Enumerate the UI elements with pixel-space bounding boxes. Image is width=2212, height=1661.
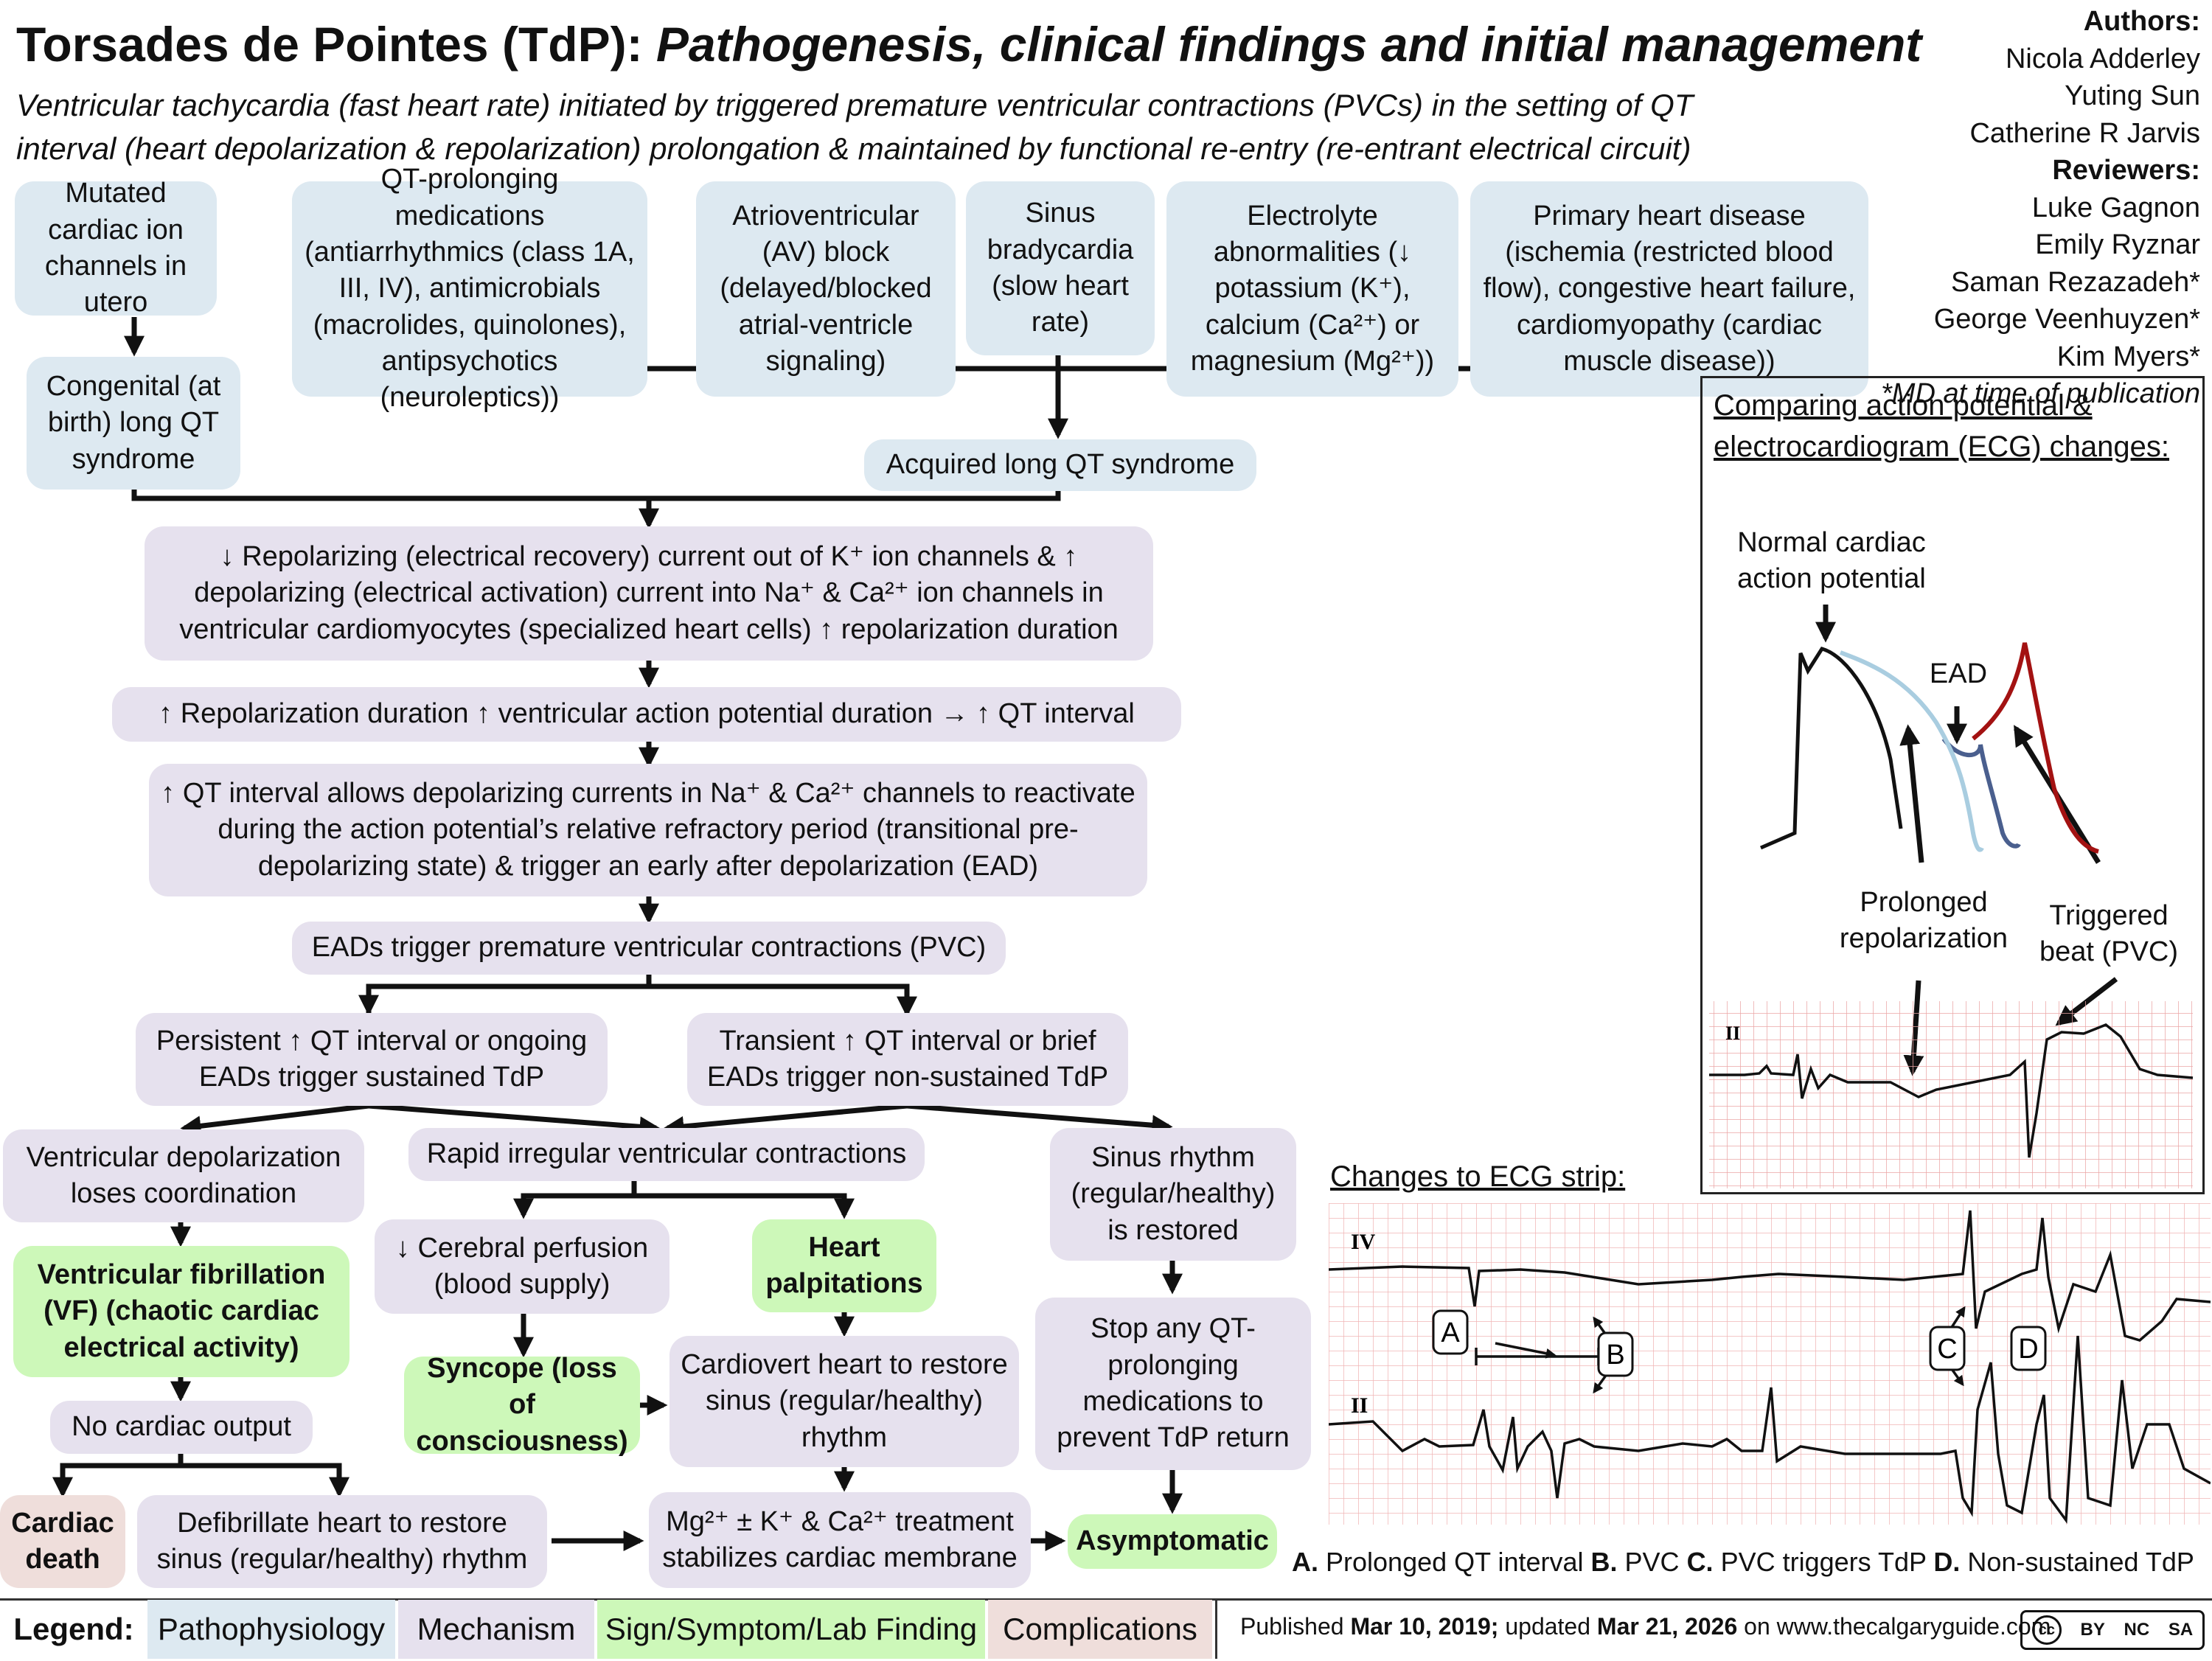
- page-subtitle: Ventricular tachycardia (fast heart rate…: [16, 88, 1694, 166]
- lead-ii-grid: [1709, 1001, 2193, 1188]
- ecg-grid: [1329, 1203, 2211, 1525]
- reviewer-name: Emily Ryznar: [2035, 229, 2200, 261]
- defibrillate-node: Defibrillate heart to restore sinus (reg…: [137, 1495, 547, 1588]
- action-potential-panel: [1700, 376, 2205, 1194]
- qt-meds-node: QT-prolonging medications (antiarrhythmi…: [292, 164, 647, 413]
- reviewer-name: Luke Gagnon: [2031, 192, 2200, 223]
- cardiovert-node: Cardiovert heart to restore sinus (regul…: [669, 1336, 1019, 1467]
- qt-interval-reactivation-node: ↑ QT interval allows depolarizing curren…: [149, 764, 1147, 896]
- av-block-node: Atrioventricular (AV) block (delayed/blo…: [696, 181, 956, 397]
- reviewers-label: Reviewers:: [2052, 155, 2200, 187]
- lead-iv-trace: [1329, 1210, 2211, 1342]
- asymptomatic-node: Asymptomatic: [1068, 1514, 1277, 1569]
- marker-d: D: [2018, 1334, 2038, 1365]
- legend-label: Legend:: [13, 1612, 134, 1646]
- triggered-beat-curve: [1972, 642, 2099, 854]
- stop-meds-node: Stop any QT-prolonging medications to pr…: [1035, 1298, 1311, 1470]
- reviewer-name: Kim Myers*: [2056, 341, 2200, 372]
- cerebral-perfusion-node: ↓ Cerebral perfusion (blood supply): [375, 1219, 669, 1314]
- page-title: Torsades de Pointes (TdP): Pathogenesis,…: [16, 17, 1922, 72]
- marker-a: A: [1441, 1317, 1460, 1348]
- vent-depolarization-node: Ventricular depolarization loses coordin…: [3, 1129, 364, 1222]
- legend-sign-symptom: Sign/Symptom/Lab Finding: [597, 1600, 985, 1659]
- publication-info: Published Mar 10, 2019; updated Mar 21, …: [1240, 1613, 2051, 1640]
- transient-qt-node: Transient ↑ QT interval or brief EADs tr…: [687, 1013, 1128, 1106]
- lead-ii-strip-trace: [1329, 1335, 2211, 1524]
- rapid-contractions-node: Rapid irregular ventricular contractions: [408, 1128, 925, 1181]
- legend-bar: [0, 1598, 2212, 1661]
- legend-complications: Complications: [988, 1600, 1212, 1659]
- legend-pathophysiology: Pathophysiology: [147, 1600, 395, 1659]
- congenital-lqts-node: Congenital (at birth) long QT syndrome: [27, 357, 240, 490]
- marker-c: C: [1937, 1334, 1957, 1365]
- triggered-beat-label: Triggered beat (PVC): [2039, 900, 2178, 968]
- ecg-strip: IV II A B C D: [1329, 1203, 2211, 1525]
- action-potential-diagram: II: [1709, 605, 2194, 1188]
- normal-ap-label: Normal cardiac action potential: [1737, 527, 1926, 595]
- author-name: Catherine R Jarvis: [1969, 117, 2200, 149]
- prolonged-repolarization-label: Prolonged repolarization: [1839, 887, 2008, 955]
- lead-ii-label: II: [1725, 1023, 1740, 1044]
- legend-divider: [1215, 1600, 1217, 1659]
- ap-panel-heading: Comparing action potential & electrocard…: [1714, 389, 2170, 463]
- legend-mechanism: Mechanism: [398, 1600, 594, 1659]
- ecg-strip-heading: Changes to ECG strip:: [1330, 1160, 1626, 1193]
- persistent-qt-node: Persistent ↑ QT interval or ongoing EADs…: [136, 1013, 608, 1106]
- vf-node: Ventricular fibrillation (VF) (chaotic c…: [13, 1246, 349, 1377]
- palpitations-node: Heart palpitations: [752, 1219, 936, 1312]
- primary-heart-disease-node: Primary heart disease (ischemia (restric…: [1470, 181, 1868, 397]
- sinus-bradycardia-node: Sinus bradycardia (slow heart rate): [966, 181, 1155, 355]
- ead-label: EAD: [1929, 658, 1988, 689]
- author-name: Nicola Adderley: [2005, 43, 2200, 74]
- credits: Authors: Nicola Adderley Yuting Sun Cath…: [1802, 3, 2200, 413]
- author-name: Yuting Sun: [2065, 80, 2200, 112]
- prolonged-curve: [1839, 650, 1984, 852]
- lead-iv-label: IV: [1351, 1230, 1376, 1254]
- lead-ii-strip-label: II: [1351, 1393, 1368, 1418]
- acquired-lqts-node: Acquired long QT syndrome: [864, 439, 1256, 491]
- mutated-ion-channels-node: Mutated cardiac ion channels in utero: [15, 178, 217, 318]
- authors-label: Authors:: [2083, 6, 2200, 37]
- credits-footnote: *MD at time of publication: [1881, 378, 2200, 410]
- repolarization-duration-node: ↑ Repolarization duration ↑ ventricular …: [112, 687, 1181, 742]
- normal-ap-curve: [1760, 647, 1903, 850]
- reviewer-name: Saman Rezazadeh*: [1951, 266, 2200, 298]
- ead-pvc-node: EADs trigger premature ventricular contr…: [292, 922, 1006, 975]
- syncope-node: Syncope (loss of consciousness): [404, 1353, 640, 1457]
- mg-treatment-node: Mg²⁺ ± K⁺ & Ca²⁺ treatment stabilizes ca…: [649, 1492, 1031, 1588]
- cardiac-death-node: Cardiac death: [0, 1495, 125, 1588]
- ecg-caption: A. Prolonged QT interval B. PVC C. PVC t…: [1292, 1547, 2194, 1577]
- marker-b: B: [1606, 1340, 1624, 1371]
- electrolyte-node: Electrolyte abnormalities (↓ potassium (…: [1166, 181, 1458, 397]
- no-output-node: No cardiac output: [50, 1401, 313, 1454]
- lead-ii-trace: [1709, 1023, 2194, 1158]
- ead-curve: [1941, 737, 2021, 849]
- repolarizing-current-node: ↓ Repolarizing (electrical recovery) cur…: [145, 526, 1153, 661]
- reviewer-name: George Veenhuyzen*: [1933, 304, 2200, 335]
- sinus-restored-node: Sinus rhythm (regular/healthy) is restor…: [1050, 1128, 1296, 1261]
- cc-license-icon: cc BY NC SA: [2020, 1610, 2205, 1650]
